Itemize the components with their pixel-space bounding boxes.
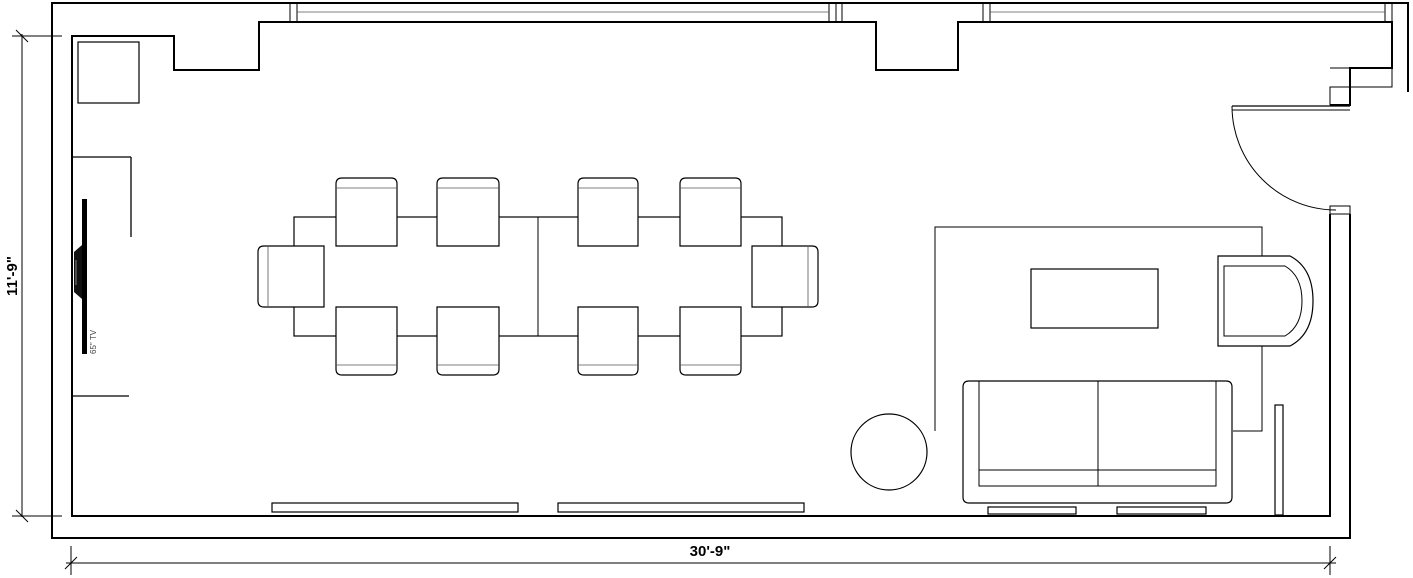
wall-shelf	[1274, 404, 1284, 516]
dimension-width	[64, 546, 1337, 575]
conference-chair	[577, 306, 639, 376]
door	[1231, 105, 1351, 215]
tv-wall-unit	[72, 156, 132, 397]
cabinet	[77, 41, 140, 104]
coffee-table	[1030, 268, 1159, 329]
side-table	[850, 413, 928, 491]
conference-chair	[679, 306, 742, 376]
dimension-width-label: 30'-9"	[690, 543, 731, 560]
bench	[987, 506, 1077, 515]
credenza	[271, 502, 519, 513]
dimension-height-label: 11'-9"	[4, 256, 21, 296]
conference-chair	[436, 177, 500, 247]
conference-chair	[335, 177, 398, 247]
interior-wall	[71, 21, 1393, 517]
tv-icon	[74, 199, 87, 354]
credenza	[557, 502, 805, 513]
sofa	[962, 380, 1233, 504]
dimension-height	[12, 29, 62, 523]
tv-label: 65" TV	[89, 329, 98, 354]
conference-chair	[751, 245, 819, 308]
conference-chair	[335, 306, 398, 376]
window-left	[289, 2, 837, 23]
bench	[1116, 506, 1207, 515]
conference-chair	[577, 177, 639, 247]
dimension-width-label-bg	[675, 543, 745, 560]
armchair	[1217, 255, 1314, 347]
exterior-wall	[51, 2, 1409, 539]
conference-chair	[679, 177, 742, 247]
conference-chair	[257, 245, 325, 308]
area-rug	[934, 226, 1263, 432]
conference-chair	[436, 306, 500, 376]
window-right	[982, 2, 1393, 23]
